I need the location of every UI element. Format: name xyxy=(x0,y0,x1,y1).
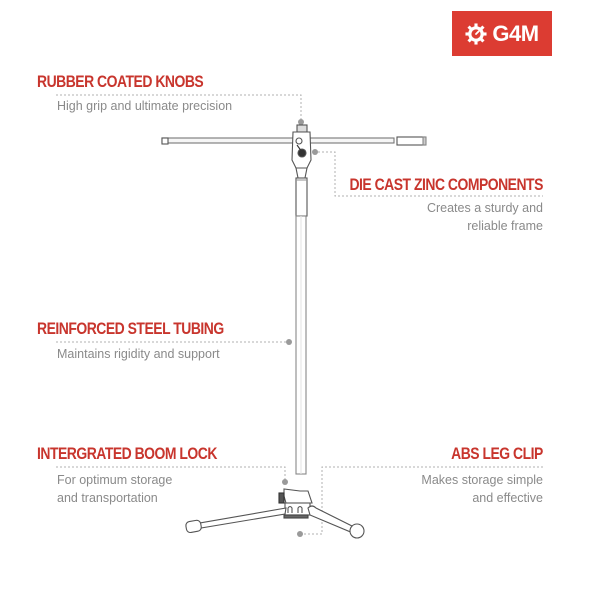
feature-desc-boom-lock-line2: and transportation xyxy=(57,491,158,505)
feature-desc-rubber-knobs: High grip and ultimate precision xyxy=(57,99,233,113)
feature-title-steel-tubing: REINFORCED STEEL TUBING xyxy=(37,319,224,338)
stand xyxy=(161,124,427,539)
logo-text: G4M xyxy=(492,20,539,46)
feature-desc-die-cast-zinc-line2: reliable frame xyxy=(467,219,543,233)
feature-desc-abs-leg-clip-line2: and effective xyxy=(472,491,543,505)
leader-lines xyxy=(56,94,543,535)
feature-title-die-cast-zinc: DIE CAST ZINC COMPONENTS xyxy=(349,175,544,194)
feature-desc-steel-tubing: Maintains rigidity and support xyxy=(57,347,220,361)
feature-title-rubber-knobs: RUBBER COATED KNOBS xyxy=(37,72,204,91)
gear-dial-icon xyxy=(465,22,487,45)
feature-title-abs-leg-clip: ABS LEG CLIP xyxy=(451,444,543,463)
feature-desc-boom-lock-line1: For optimum storage xyxy=(57,473,173,487)
feature-desc-abs-leg-clip-line1: Makes storage simple xyxy=(421,473,543,487)
brand-logo: G4M xyxy=(452,11,552,56)
feature-desc-die-cast-zinc-line1: Creates a sturdy and xyxy=(426,201,543,215)
leader-dots xyxy=(282,119,318,537)
feature-title-boom-lock: INTERGRATED BOOM LOCK xyxy=(37,444,217,463)
